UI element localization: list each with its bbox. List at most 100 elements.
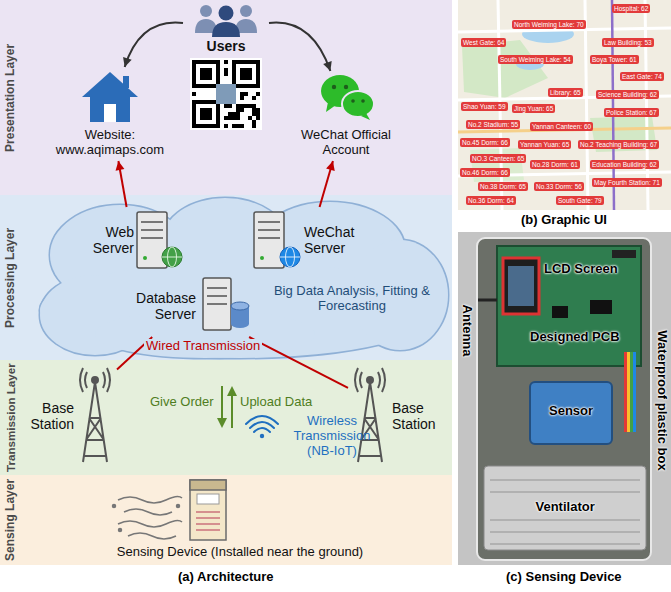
- database-server-icon: [203, 278, 231, 330]
- map-marker: Yannan Yuan: 65: [518, 140, 571, 149]
- map-marker: No.2 Stadium: 55: [466, 120, 520, 129]
- users-icon: [195, 5, 257, 37]
- sensing-device-icon: [190, 480, 226, 540]
- qr-code: [232, 116, 236, 120]
- photo-callout: Ventilator: [536, 500, 595, 515]
- wind-lines: [119, 529, 122, 532]
- qr-code: [252, 104, 256, 108]
- device-photo: [503, 258, 539, 314]
- qr-code: [252, 112, 256, 116]
- order-arrows: [221, 386, 223, 420]
- map-marker: Law Building: 53: [602, 38, 654, 47]
- map-base: [458, 0, 671, 210]
- web-server-icon: [162, 247, 182, 267]
- qr-code: [256, 116, 260, 120]
- base-station-icon: [358, 382, 382, 462]
- connector: [249, 337, 348, 388]
- map-marker: Shao Yuan: 59: [461, 102, 508, 111]
- device-photo: [497, 246, 641, 366]
- qr-code: [192, 100, 220, 128]
- arrow-head: [323, 61, 332, 71]
- qr-code: [224, 124, 228, 128]
- sensing-device-icon: [197, 494, 219, 504]
- wechat-icon: [344, 85, 348, 89]
- wifi-icon: [246, 416, 278, 438]
- order-arrows: [217, 418, 227, 428]
- photo-callout: Designed PCB: [530, 330, 620, 345]
- qr-code: [224, 104, 228, 108]
- annotation: Upload Data: [240, 395, 312, 410]
- qr-code: [244, 92, 248, 96]
- website-icon: [90, 95, 130, 122]
- wechat-server-icon: [254, 212, 300, 268]
- qr-code: [240, 92, 244, 96]
- map-marker: South Weiming Lake: 54: [498, 55, 573, 64]
- map-marker: No.36 Dorm: 64: [466, 196, 516, 205]
- wifi-icon: [254, 428, 270, 432]
- web-server-icon: [141, 222, 163, 238]
- qr-code: [236, 124, 240, 128]
- wind-lines: [118, 520, 182, 527]
- qr-code: [236, 104, 240, 108]
- qr-code: [224, 68, 228, 72]
- device-photo: [458, 232, 671, 565]
- qr-code: [228, 104, 232, 108]
- wechat-server-icon: [258, 222, 280, 238]
- map-marker: North Weiming Lake: 70: [512, 20, 586, 29]
- component-node: Sensing Device (Installed near the groun…: [77, 475, 403, 563]
- map-marker: No.2 Teaching Building: 67: [578, 140, 659, 149]
- sensing-device-icon: [190, 480, 226, 540]
- map-base: [585, 0, 588, 210]
- database-server-icon: [231, 320, 249, 328]
- qr-code: [252, 124, 256, 128]
- wechat-server-icon: [280, 247, 300, 267]
- connector-line: [249, 337, 348, 388]
- device-photo: [484, 466, 646, 550]
- component-node: Base Station: [19, 363, 117, 466]
- users-icon: [219, 6, 234, 21]
- web-server-icon: [162, 257, 182, 258]
- ribbon-cable: [624, 352, 636, 432]
- qr-code: [190, 58, 262, 130]
- map-base: [462, 40, 548, 98]
- node-label: WeChat Server: [304, 224, 368, 256]
- node-label: WeChat Official Account: [294, 128, 398, 158]
- map-marker: Yannan Canteen: 60: [530, 122, 593, 131]
- node-label: Web Server: [82, 224, 134, 256]
- users-icon: [200, 5, 212, 17]
- order-arrows: [227, 386, 237, 396]
- map-marker: No.46 Dorm: 66: [460, 168, 510, 177]
- photo-callout: Waterproof plastic box: [656, 330, 669, 470]
- wind-lines: [124, 509, 172, 515]
- base-station-icon: [92, 377, 98, 383]
- connector-line: [269, 23, 330, 71]
- qr-code: [252, 96, 256, 100]
- caption: (c) Sensing Device: [506, 570, 622, 585]
- node-label: Base Station: [392, 400, 448, 432]
- node-label: Users: [186, 38, 266, 54]
- qr-code: [196, 64, 216, 84]
- base-station-icon: [355, 368, 385, 392]
- map-marker: No.33 Dorm: 56: [534, 182, 584, 191]
- photo-callout: Antenna: [461, 304, 474, 356]
- map-marker: No.28 Dorm: 61: [530, 160, 580, 169]
- order-arrows: [231, 394, 233, 428]
- website-icon: [82, 72, 138, 97]
- wechat-icon: [361, 113, 370, 120]
- qr-code: [232, 112, 236, 116]
- node-label: Website: www.aqimaps.com: [45, 128, 175, 158]
- qr-code: [228, 112, 232, 116]
- wechat-icon: [332, 85, 336, 89]
- node-label: Base Station: [22, 400, 74, 432]
- map-marker: Jing Yuan: 65: [512, 104, 555, 113]
- map-marker: Science Building: 62: [596, 90, 659, 99]
- annotation: Big Data Analysis, Fitting & Forecasting: [267, 284, 437, 314]
- qr-code: [200, 108, 212, 120]
- database-server-icon: [207, 288, 227, 304]
- annotation: Wireless Transmission (NB-IoT): [283, 414, 381, 459]
- qr-code: [232, 124, 236, 128]
- component-node: Base Station: [348, 363, 451, 466]
- database-server-icon: [203, 278, 249, 330]
- device-photo: [612, 250, 636, 258]
- annotation: Give Order: [150, 395, 214, 410]
